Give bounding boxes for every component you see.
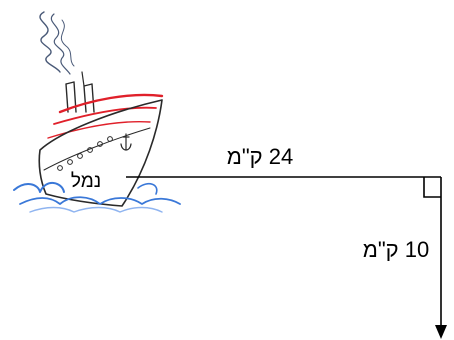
ship-icon [13, 11, 181, 213]
right-angle-marker [423, 177, 441, 198]
arrowhead-icon [435, 325, 447, 339]
port-label: נמל [71, 171, 101, 192]
south-distance-label: 10 ק"מ [363, 237, 430, 262]
east-distance-label: 24 ק"מ [227, 144, 294, 169]
